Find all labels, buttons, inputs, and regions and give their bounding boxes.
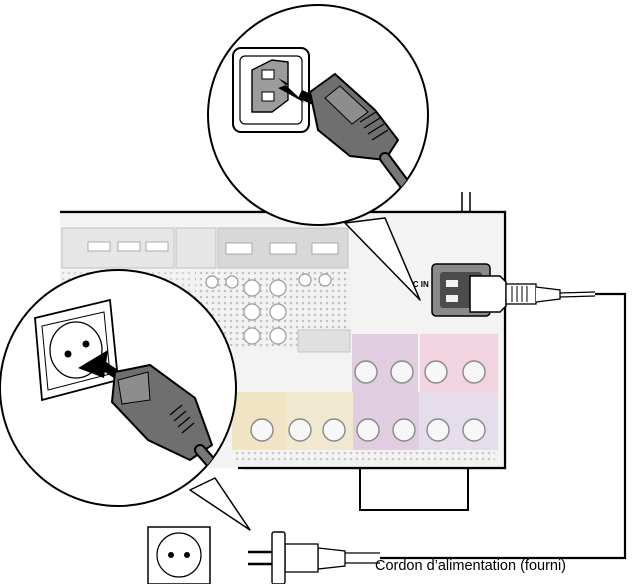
receiver-rear-panel: AC IN [60,192,507,511]
ac-in-label: AC IN [407,280,429,289]
power-cord [248,275,627,584]
power-cord-caption: Cordon d’alimentation (fourni) [375,558,567,574]
wall-socket-icon [147,526,211,584]
zoom-callout-wall-outlet [0,269,251,531]
zoom-callout-ac-inlet [207,4,429,301]
